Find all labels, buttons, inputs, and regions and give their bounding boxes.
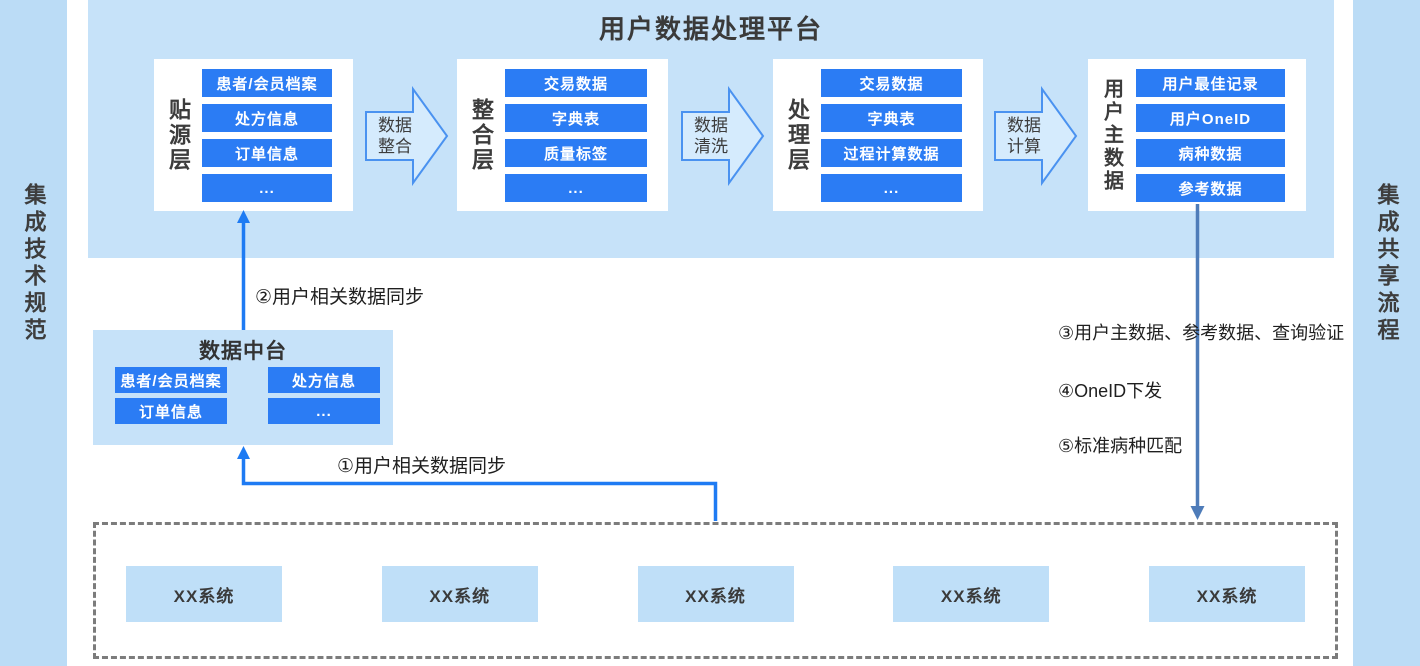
data-chip: 患者/会员档案 — [115, 367, 227, 393]
process-arrow-label: 数据 清洗 — [683, 86, 739, 186]
flow-step-3-label: ③用户主数据、参考数据、查询验证 — [1058, 323, 1345, 343]
process-arrow-line1: 数据 — [1007, 116, 1041, 135]
layer-box-source: 贴源层 患者/会员档案 处方信息 订单信息 ... — [154, 59, 353, 211]
data-chip: 订单信息 — [115, 398, 227, 424]
right-rail-label: 集成共享流程 — [1374, 183, 1400, 345]
process-arrow-line1: 数据 — [378, 116, 412, 135]
data-chip: 过程计算数据 — [821, 139, 962, 167]
block-arrow-right-icon — [365, 85, 449, 187]
arrow-up-icon — [237, 446, 250, 459]
layer-box-master-data: 用户主数据 用户最佳记录 用户OneID 病种数据 参考数据 — [1088, 59, 1306, 211]
data-chip: 交易数据 — [505, 69, 647, 97]
layer-box-processing: 处理层 交易数据 字典表 过程计算数据 ... — [773, 59, 983, 211]
layer-items-processing: 交易数据 字典表 过程计算数据 ... — [821, 69, 962, 202]
system-box: XX系统 — [1149, 566, 1305, 622]
data-chip: 交易数据 — [821, 69, 962, 97]
layer-label-master-data: 用户主数据 — [1100, 77, 1123, 193]
data-chip: 字典表 — [505, 104, 647, 132]
data-chip: 订单信息 — [202, 139, 332, 167]
data-chip: 处方信息 — [268, 367, 380, 393]
data-chip: ... — [505, 174, 647, 202]
layer-label-source: 贴源层 — [166, 97, 191, 173]
block-arrow-right-icon — [994, 85, 1078, 187]
arrow-down-icon — [1190, 506, 1205, 520]
layer-items-integration: 交易数据 字典表 质量标签 ... — [505, 69, 647, 202]
process-arrow-line2: 整合 — [378, 137, 412, 156]
layer-label-processing: 处理层 — [785, 97, 810, 173]
process-arrow-label: 数据 整合 — [367, 86, 423, 186]
data-chip: 处方信息 — [202, 104, 332, 132]
system-box: XX系统 — [893, 566, 1050, 622]
data-chip: ... — [821, 174, 962, 202]
system-box: XX系统 — [126, 566, 282, 622]
data-chip: ... — [202, 174, 332, 202]
data-chip: 患者/会员档案 — [202, 69, 332, 97]
process-arrow-line2: 计算 — [1007, 137, 1041, 156]
flow-step-5-label: ⑤标准病种匹配 — [1058, 436, 1183, 456]
flow-step-1-label: ①用户相关数据同步 — [337, 456, 507, 477]
right-rail: 集成共享流程 — [1353, 0, 1420, 666]
process-arrow-line1: 数据 — [694, 116, 728, 135]
layer-items-master-data: 用户最佳记录 用户OneID 病种数据 参考数据 — [1136, 69, 1285, 202]
data-middle-platform-items: 患者/会员档案 处方信息 订单信息 ... — [115, 367, 380, 424]
process-arrow-compute: 数据 计算 — [994, 85, 1078, 187]
data-chip: 字典表 — [821, 104, 962, 132]
data-chip: 参考数据 — [1136, 174, 1285, 202]
left-rail-label: 集成技术规范 — [21, 183, 47, 345]
left-rail: 集成技术规范 — [0, 0, 67, 666]
system-box: XX系统 — [637, 566, 794, 622]
data-middle-platform: 数据中台 患者/会员档案 处方信息 订单信息 ... — [93, 330, 393, 445]
layer-items-source: 患者/会员档案 处方信息 订单信息 ... — [202, 69, 332, 202]
data-chip: ... — [268, 398, 380, 424]
flow-step-2-label: ②用户相关数据同步 — [255, 287, 425, 308]
process-arrow-line2: 清洗 — [694, 137, 728, 156]
data-middle-platform-title: 数据中台 — [199, 340, 287, 363]
platform-title: 用户数据处理平台 — [598, 14, 823, 44]
layer-box-integration: 整合层 交易数据 字典表 质量标签 ... — [457, 59, 668, 211]
flow-step-4-label: ④OneID下发 — [1058, 381, 1163, 401]
data-chip: 病种数据 — [1136, 139, 1285, 167]
data-chip: 用户OneID — [1136, 104, 1285, 132]
system-box: XX系统 — [381, 566, 538, 622]
block-arrow-right-icon — [681, 85, 765, 187]
data-chip: 质量标签 — [505, 139, 647, 167]
process-arrow-clean: 数据 清洗 — [681, 85, 765, 187]
process-arrow-label: 数据 计算 — [996, 86, 1052, 186]
process-arrow-integrate: 数据 整合 — [365, 85, 449, 187]
data-chip: 用户最佳记录 — [1136, 69, 1285, 97]
layer-label-integration: 整合层 — [469, 97, 494, 173]
source-systems-container: XX系统 XX系统 XX系统 XX系统 XX系统 — [93, 522, 1338, 659]
